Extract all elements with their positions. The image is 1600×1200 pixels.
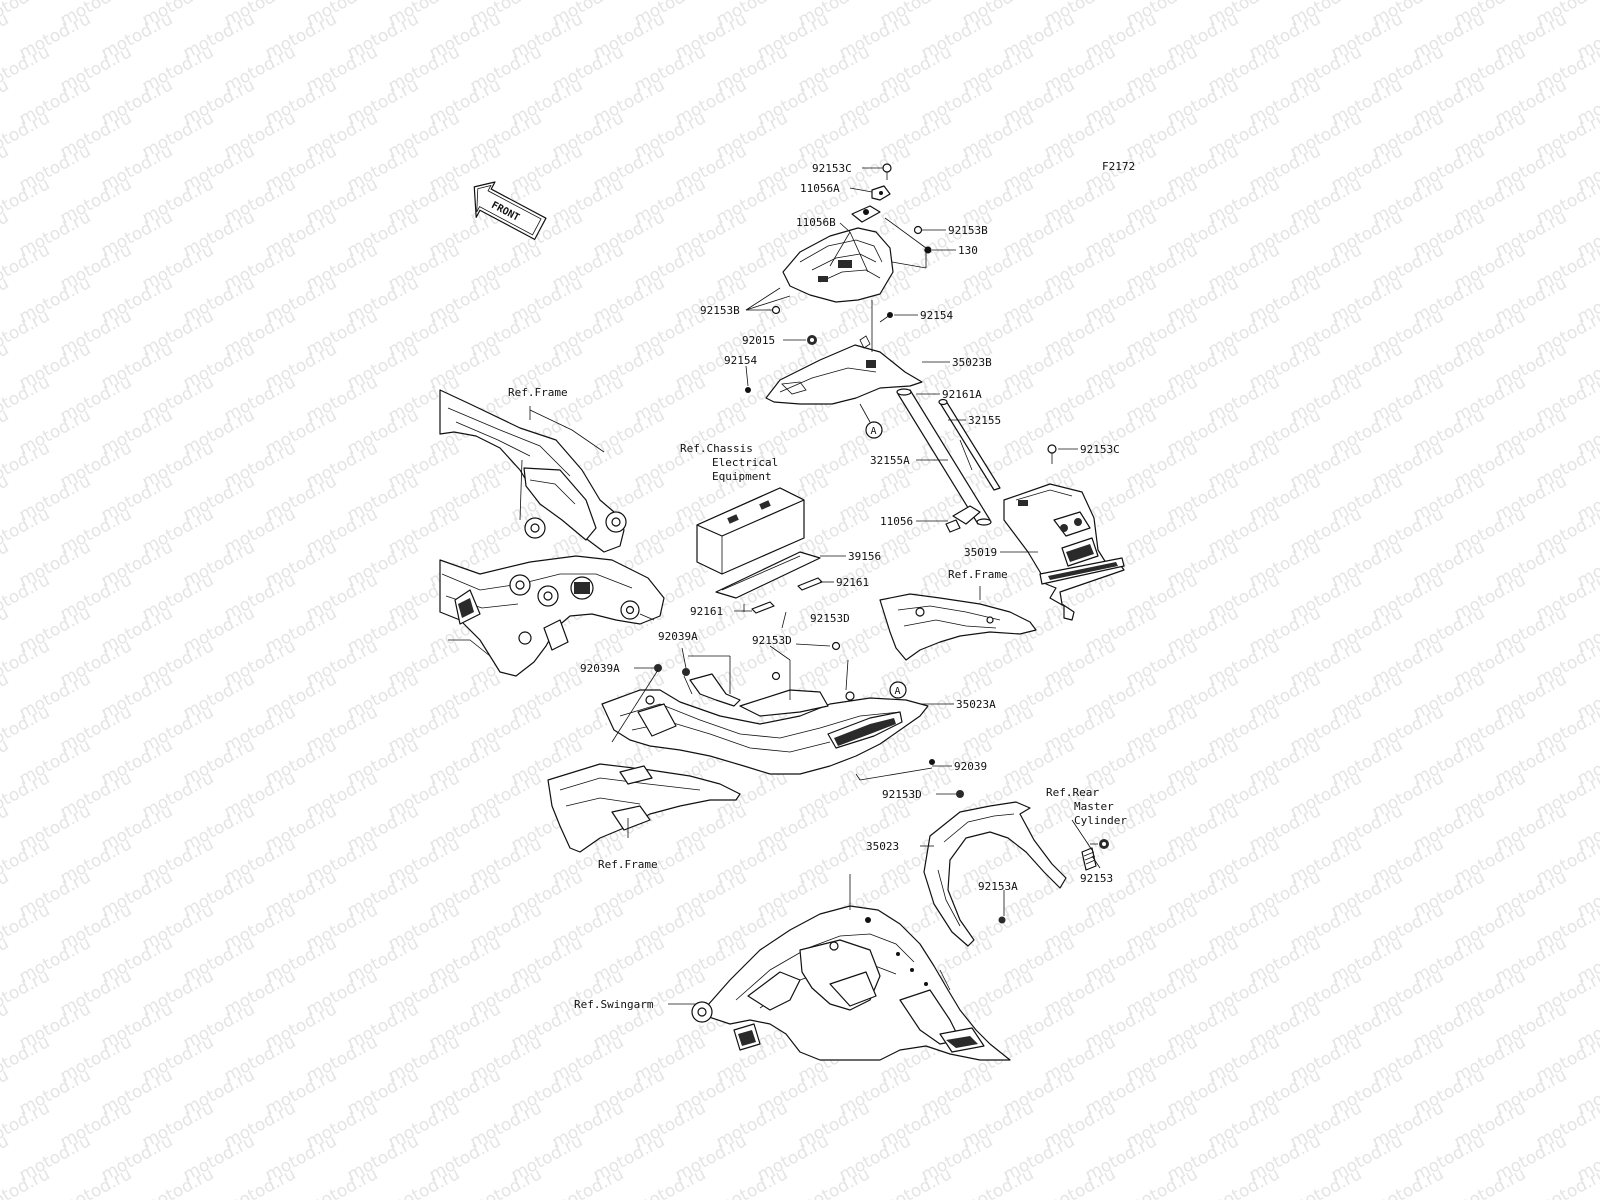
watermark-text: motod.ru <box>0 339 12 393</box>
clip-92154-left <box>745 387 751 393</box>
watermark-text: motod.ru <box>1533 1164 1600 1200</box>
label-35023a: 35023A <box>956 698 996 711</box>
watermark-text: motod.ru <box>0 1065 12 1119</box>
ref-chassis-line2: Electrical <box>712 456 778 469</box>
ref-rear-master-line3: Cylinder <box>1074 814 1127 827</box>
callout-a-text: A <box>895 686 901 697</box>
clip-92039 <box>929 759 935 765</box>
watermark-text: motod.ru <box>0 735 12 789</box>
watermark-text: motod.ru <box>0 669 12 723</box>
label-92161-left: 92161 <box>690 605 723 618</box>
bolt-92153d-c <box>956 790 964 798</box>
label-32155a: 32155A <box>870 454 910 467</box>
label-92015: 92015 <box>742 334 775 347</box>
watermark-text: motod.ru <box>0 9 12 63</box>
watermark-text: motod.ru <box>1205 1164 1283 1200</box>
watermark-text: motod.ru <box>303 1164 381 1200</box>
label-92161-right: 92161 <box>836 576 869 589</box>
label-92154-left: 92154 <box>724 354 757 367</box>
ref-frame-right: Ref.Frame <box>948 568 1008 581</box>
ref-chassis-line1: Ref.Chassis <box>680 442 753 455</box>
label-35019: 35019 <box>964 546 997 559</box>
label-92153b-right: 92153B <box>948 224 988 237</box>
watermark-text: motod.ru <box>0 405 12 459</box>
bolt-92153a <box>998 916 1006 924</box>
watermark-text: motod.ru <box>631 1164 709 1200</box>
label-11056b: 11056B <box>796 216 836 229</box>
label-35023: 35023 <box>866 840 899 853</box>
watermark-text: motod.ru <box>385 1164 463 1200</box>
ref-swingarm: Ref.Swingarm <box>574 998 654 1011</box>
label-92153a: 92153A <box>978 880 1018 893</box>
watermark-text: motod.ru <box>1287 1164 1365 1200</box>
watermark-text: motod.ru <box>0 801 12 855</box>
label-92039a-a: 92039A <box>658 630 698 643</box>
label-92039: 92039 <box>954 760 987 773</box>
watermark-text: motod.ru <box>0 603 12 657</box>
watermark-text: motod.ru <box>1041 1164 1119 1200</box>
watermark-text: motod.ru <box>57 1164 135 1200</box>
bolt-92039a-b <box>682 668 690 676</box>
label-92039a-b: 92039A <box>580 662 620 675</box>
bolt-92153d-a <box>831 641 841 651</box>
ref-frame-bottom: Ref.Frame <box>598 858 658 871</box>
label-92153c-top: 92153C <box>812 162 852 175</box>
bolt-92153b-right <box>913 225 923 235</box>
watermark-text: motod.ru <box>0 273 12 327</box>
watermark-text: motod.ru <box>0 933 12 987</box>
ref-chassis-line3: Equipment <box>712 470 772 483</box>
label-92153: 92153 <box>1080 872 1113 885</box>
bolt-92153 <box>1099 839 1109 849</box>
watermark-text: motod.ru <box>0 207 12 261</box>
grommet-92015 <box>807 335 817 345</box>
pad-92161-right <box>797 577 823 591</box>
label-92154-right: 92154 <box>920 309 953 322</box>
watermark-text: motod.ru <box>0 867 12 921</box>
watermark-text: motod.ru <box>139 1164 217 1200</box>
watermark-text: motod.ru <box>795 1164 873 1200</box>
clamp-11056a <box>871 185 891 201</box>
watermark-text: motod.ru <box>1451 1164 1529 1200</box>
watermark-text: motod.ru <box>877 1164 955 1200</box>
watermark-text: motod.ru <box>549 1164 627 1200</box>
label-92153b-left: 92153B <box>700 304 740 317</box>
label-92153d-c: 92153D <box>882 788 922 801</box>
watermark-text: motod.ru <box>959 1164 1037 1200</box>
watermark-text: motod.ru <box>0 471 12 525</box>
label-11056: 11056 <box>880 515 913 528</box>
ref-rear-master-line2: Master <box>1074 800 1114 813</box>
watermark-text: motod.ru <box>1123 1164 1201 1200</box>
label-11056a: 11056A <box>800 182 840 195</box>
callout-a-text: A <box>871 426 877 437</box>
bolt-92153b-left <box>771 305 781 315</box>
callout-a-upper: A <box>865 421 883 439</box>
bolt-92153c-right <box>1047 444 1057 464</box>
callout-a-lower: A <box>889 681 907 699</box>
ref-frame-top: Ref.Frame <box>508 386 568 399</box>
bolt-92039a-a <box>654 664 662 672</box>
label-35023b: 35023B <box>952 356 992 369</box>
label-32155: 32155 <box>968 414 1001 427</box>
label-92153d-b: 92153D <box>752 634 792 647</box>
main-frame-middle <box>439 555 665 677</box>
watermark-text: motod.ru <box>221 1164 299 1200</box>
watermark-text: motod.ru <box>0 75 12 129</box>
watermark-text: motod.ru <box>0 1131 12 1185</box>
ref-rear-master-line1: Ref.Rear <box>1046 786 1099 799</box>
label-39156: 39156 <box>848 550 881 563</box>
label-92153d-a: 92153D <box>810 612 850 625</box>
bolt-92153d-b <box>771 671 781 681</box>
label-130: 130 <box>958 244 978 257</box>
watermark-text: motod.ru <box>0 999 12 1053</box>
watermark-text: motod.ru <box>0 537 12 591</box>
figure-code: F2172 <box>1102 160 1135 173</box>
watermark-text: motod.ru <box>1369 1164 1447 1200</box>
watermark-text: motod.ru <box>713 1164 791 1200</box>
watermark-text: motod.ru <box>0 141 12 195</box>
label-92161a: 92161A <box>942 388 982 401</box>
watermark-text: motod.ru <box>467 1164 545 1200</box>
label-92153c-right: 92153C <box>1080 443 1120 456</box>
